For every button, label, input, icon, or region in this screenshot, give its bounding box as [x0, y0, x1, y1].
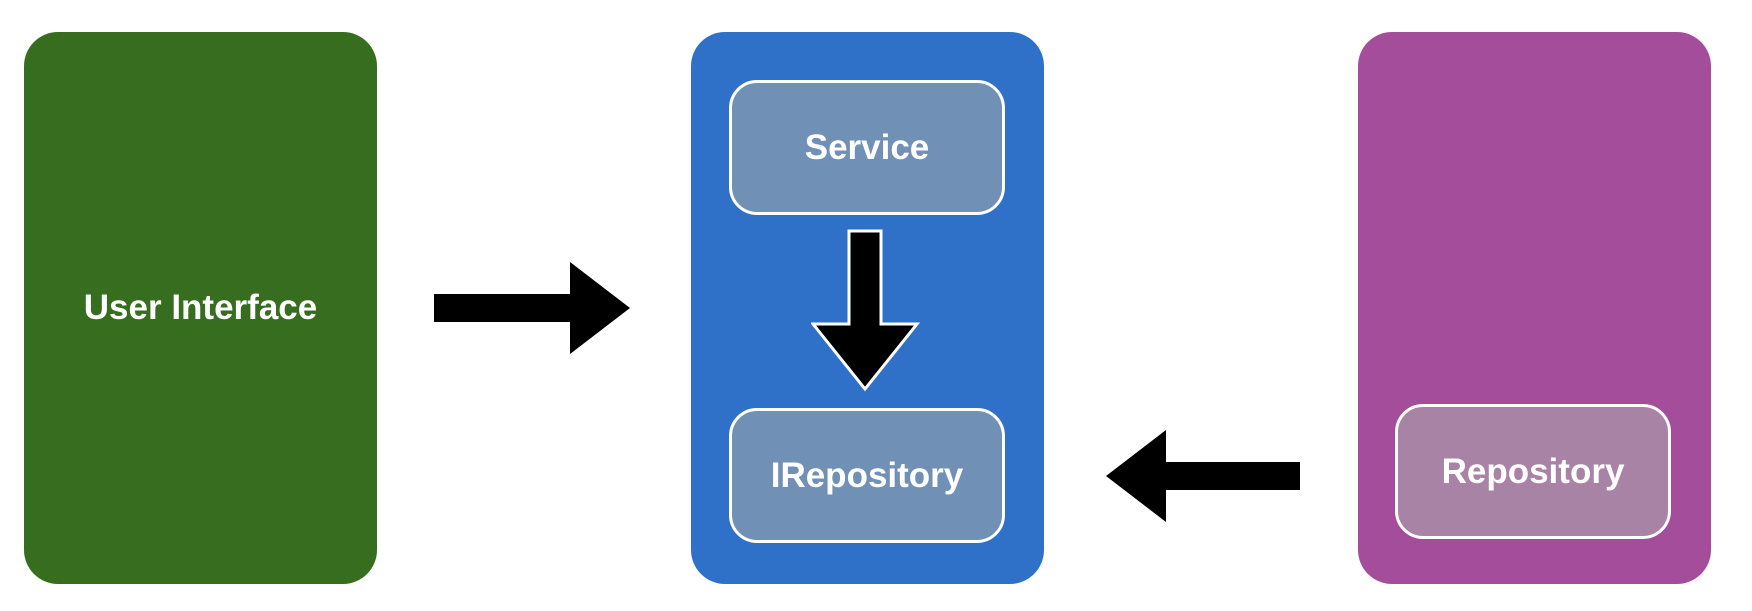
repository-box: Repository — [1395, 404, 1671, 539]
infrastructure-layer: Repository — [1358, 32, 1711, 584]
service-label: Service — [804, 127, 930, 167]
irepository-box: IRepository — [729, 408, 1005, 543]
arrow-left-icon — [1106, 430, 1300, 522]
arrow-down-icon — [811, 229, 921, 392]
service-box: Service — [729, 80, 1005, 215]
core-layer: Service IRepository — [691, 32, 1044, 584]
irepository-label: IRepository — [770, 455, 964, 495]
arrow-right-icon — [434, 262, 630, 354]
user-interface-layer: User Interface — [24, 32, 377, 584]
repository-label: Repository — [1441, 451, 1625, 491]
user-interface-label: User Interface — [83, 288, 318, 327]
